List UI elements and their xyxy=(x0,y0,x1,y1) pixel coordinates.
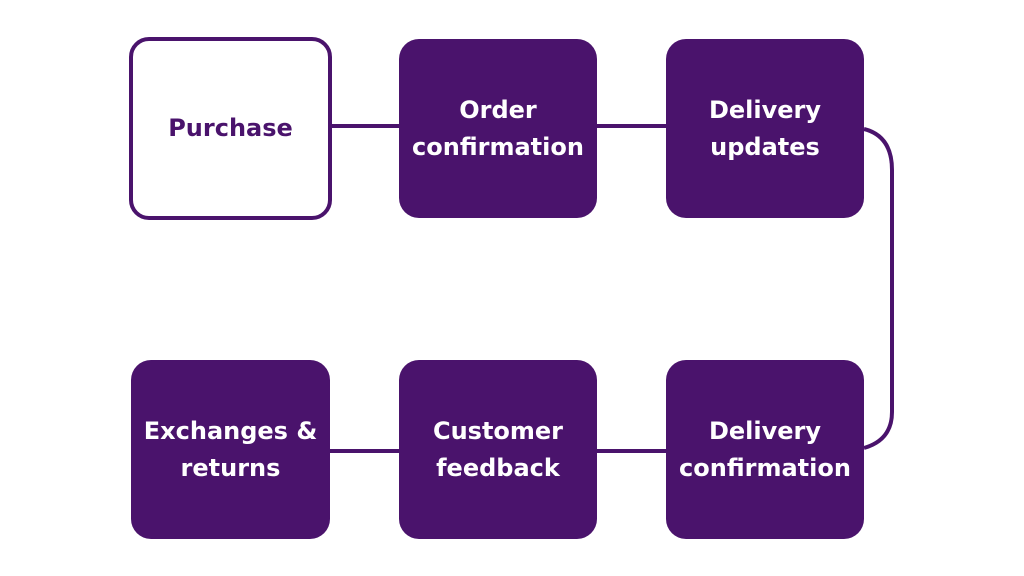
step-exchanges-returns-label: Exchanges & returns xyxy=(143,416,318,482)
step-order-confirmation: Order confirmation xyxy=(399,39,597,218)
step-purchase-label: Purchase xyxy=(168,114,293,142)
step-order-confirmation-label: Order confirmation xyxy=(412,95,584,161)
step-purchase: Purchase xyxy=(129,37,332,220)
step-delivery-confirmation-label: Delivery confirmation xyxy=(679,416,851,482)
step-customer-feedback: Customer feedback xyxy=(399,360,597,539)
step-delivery-updates: Delivery updates xyxy=(666,39,864,218)
step-delivery-confirmation: Delivery confirmation xyxy=(666,360,864,539)
step-customer-feedback-label: Customer feedback xyxy=(432,416,564,482)
step-delivery-updates-label: Delivery updates xyxy=(708,95,822,161)
connector-updates-to-delivery-confirmation xyxy=(863,127,894,450)
step-exchanges-returns: Exchanges & returns xyxy=(131,360,330,539)
